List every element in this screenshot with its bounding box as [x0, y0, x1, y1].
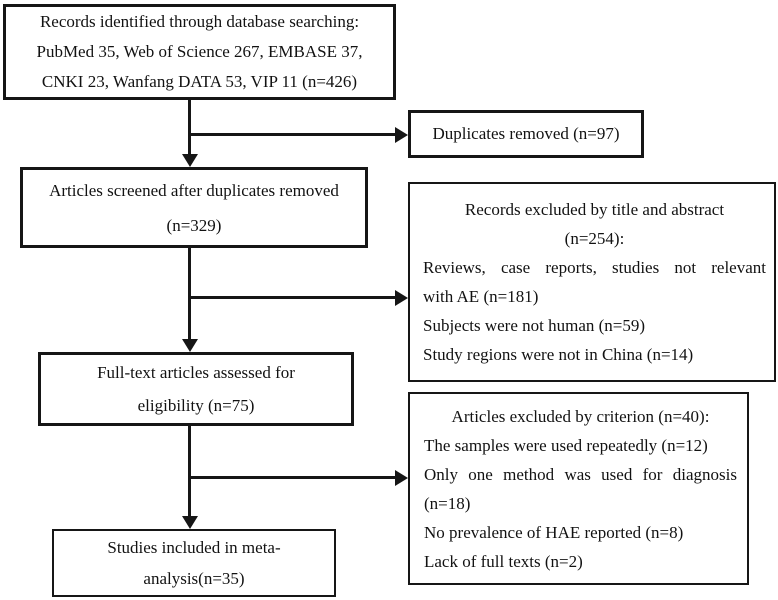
box-text-line: Subjects were not human (n=59)	[423, 316, 646, 335]
arrow-shaft	[189, 476, 397, 479]
box-text-line: (n=18)	[424, 493, 471, 513]
box-text-line: No prevalence of HAE reported (n=8)	[424, 522, 684, 542]
box-text-line: Reviews, case reports, studies not relev…	[423, 258, 766, 277]
box-text-line: The samples were used repeatedly (n=12)	[424, 435, 708, 455]
box-duplicates-removed: Duplicates removed (n=97)	[408, 110, 644, 158]
box-records-identified: Records identified through database sear…	[3, 4, 396, 100]
box-text-line: analysis(n=35)	[143, 569, 245, 588]
box-text-line: with AE (n=181)	[423, 287, 539, 306]
arrow-shaft	[188, 426, 191, 518]
box-text-line: Full-text articles assessed for	[97, 363, 295, 382]
box-text-line: Duplicates removed (n=97)	[432, 124, 620, 143]
box-text-line: (n=254):	[564, 229, 625, 248]
arrow-shaft	[189, 296, 397, 299]
box-text-line: Studies included in meta-	[107, 538, 281, 557]
arrowhead-down-icon	[182, 516, 198, 529]
box-text-line: eligibility (n=75)	[137, 396, 255, 415]
box-records-excluded-title-abstract: Records excluded by title and abstract (…	[408, 182, 776, 382]
box-text-line: PubMed 35, Web of Science 267, EMBASE 37…	[36, 42, 363, 61]
box-text-line: Articles screened after duplicates remov…	[49, 180, 339, 200]
box-articles-excluded-criterion: Articles excluded by criterion (n=40): T…	[408, 392, 749, 585]
box-text-line: (n=329)	[166, 215, 222, 235]
box-text-line: Lack of full texts (n=2)	[424, 551, 583, 571]
box-text-line: Articles excluded by criterion (n=40):	[451, 406, 710, 426]
arrow-shaft	[188, 99, 191, 156]
box-text-line: Only one method was used for diagnosis	[424, 464, 737, 484]
box-text-line: Study regions were not in China (n=14)	[423, 345, 694, 364]
box-text-line: Records identified through database sear…	[39, 12, 360, 31]
box-studies-included: Studies included in meta- analysis(n=35)	[52, 529, 336, 597]
arrowhead-right-icon	[395, 127, 408, 143]
arrow-shaft	[188, 248, 191, 341]
arrow-shaft	[189, 133, 397, 136]
box-articles-screened: Articles screened after duplicates remov…	[20, 167, 368, 248]
arrowhead-down-icon	[182, 339, 198, 352]
arrowhead-right-icon	[395, 290, 408, 306]
box-text-line: CNKI 23, Wanfang DATA 53, VIP 11 (n=426)	[41, 72, 358, 91]
box-fulltext-assessed: Full-text articles assessed for eligibil…	[38, 352, 354, 426]
arrowhead-right-icon	[395, 470, 408, 486]
arrowhead-down-icon	[182, 154, 198, 167]
box-text-line: Records excluded by title and abstract	[464, 200, 725, 219]
